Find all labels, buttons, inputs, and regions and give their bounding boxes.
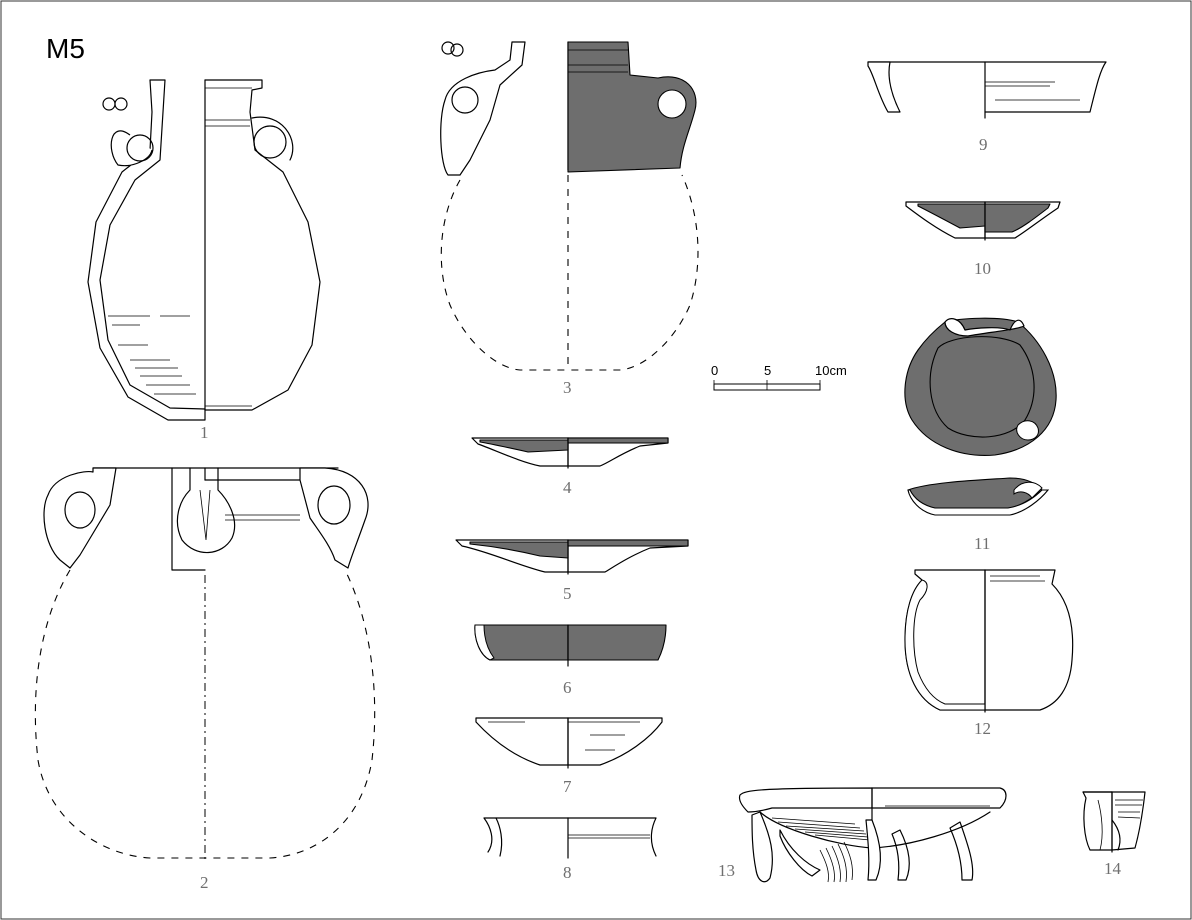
- figure-7-bowl: 7: [475, 717, 663, 796]
- figure-9-number: 9: [979, 135, 988, 154]
- figure-5-number: 5: [563, 584, 572, 603]
- figure-1-jug: 1: [87, 79, 321, 442]
- figure-13-number: 13: [718, 861, 735, 880]
- figure-10-number: 10: [974, 259, 991, 278]
- figure-3-jug: 3: [440, 41, 699, 397]
- figure-12-pot: 12: [904, 569, 1074, 738]
- figure-3-number: 3: [563, 378, 572, 397]
- scale-tick-0: 0: [711, 363, 718, 378]
- figure-6-bowl: 6: [474, 624, 667, 697]
- figure-14-number: 14: [1104, 859, 1122, 878]
- figure-5-dish: 5: [455, 539, 689, 603]
- figure-11-number: 11: [974, 534, 990, 553]
- figure-1-number: 1: [200, 423, 209, 442]
- figure-3-handle-section-icon: [441, 41, 464, 57]
- plate-label: M5: [46, 33, 85, 64]
- scale-tick-5: 5: [764, 363, 771, 378]
- figure-7-number: 7: [563, 777, 572, 796]
- figure-6-number: 6: [563, 678, 572, 697]
- figure-9-bowl: 9: [867, 61, 1107, 154]
- figure-4-dish: 4: [471, 437, 669, 497]
- figure-12-number: 12: [974, 719, 991, 738]
- figure-1-hatching: [108, 315, 196, 395]
- figure-14-cup: 14: [1082, 791, 1146, 878]
- figure-8-rim: 8: [483, 817, 657, 882]
- figure-10-dish: 10: [905, 201, 1061, 278]
- figure-2-number: 2: [200, 873, 209, 892]
- figure-8-number: 8: [563, 863, 572, 882]
- figure-3-slip: [567, 41, 697, 173]
- figure-1-handle-section-icon: [102, 97, 128, 111]
- figure-4-number: 4: [563, 478, 572, 497]
- figure-2-amphora: 2: [34, 467, 376, 892]
- figure-11-lamp: 11: [904, 317, 1057, 553]
- figure-13-tripod-bowl: 13: [718, 787, 1007, 883]
- scale-bar: 0 5 10cm: [711, 363, 847, 391]
- scale-tick-10cm: 10cm: [815, 363, 847, 378]
